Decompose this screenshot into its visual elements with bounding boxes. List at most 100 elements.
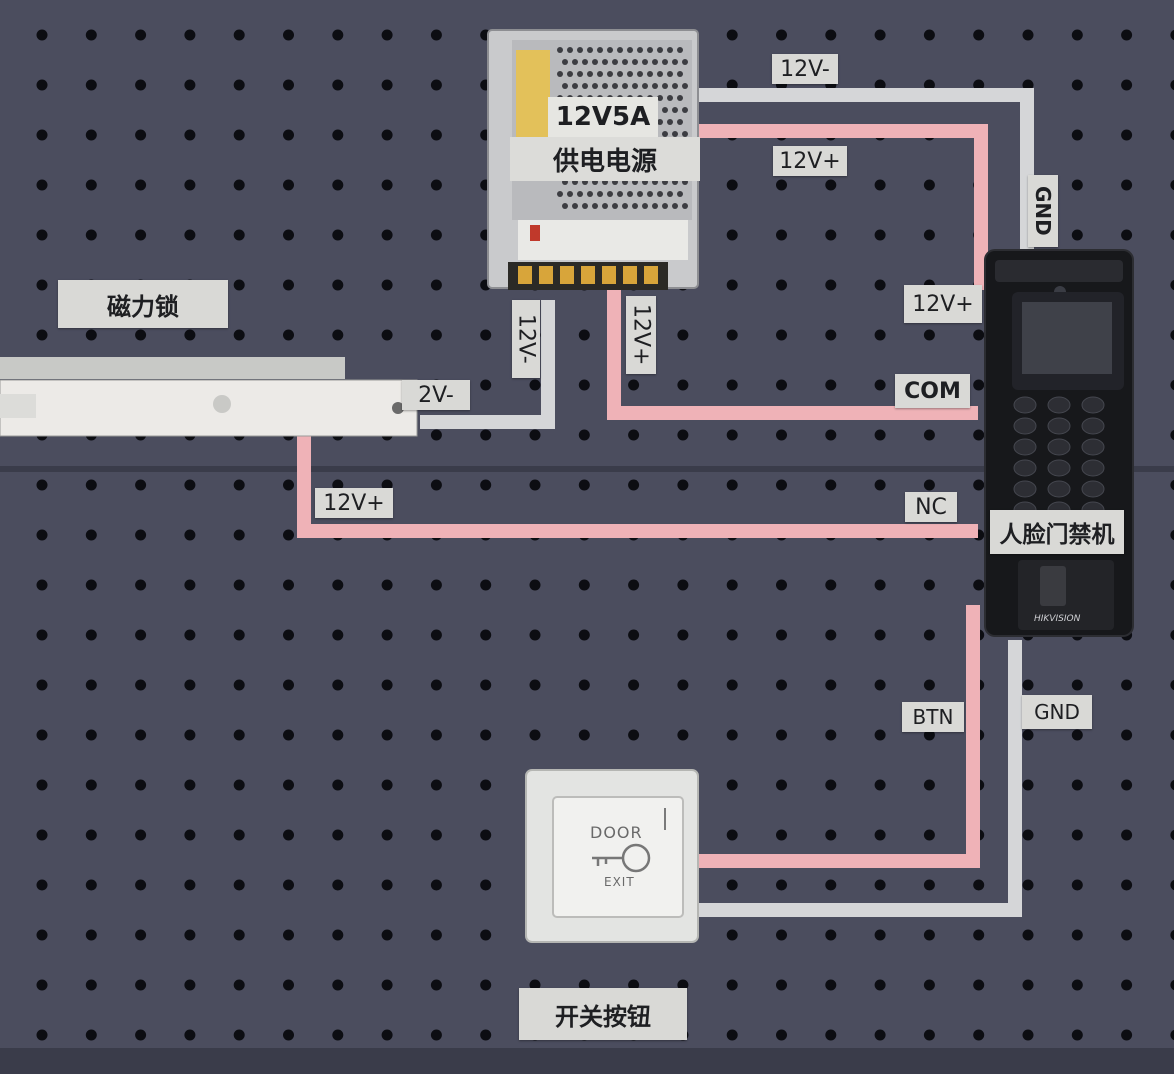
peg-hole xyxy=(825,479,837,491)
peg-hole xyxy=(1170,329,1174,341)
peg-hole xyxy=(628,629,640,641)
peg-hole xyxy=(36,729,48,741)
fingerprint-sensor-icon xyxy=(1040,566,1066,606)
peg-hole xyxy=(283,479,294,491)
psu-vent-hole xyxy=(582,203,588,209)
peg-hole xyxy=(529,579,541,591)
keypad-key xyxy=(1013,438,1037,456)
psu-vent-hole xyxy=(657,191,663,197)
psu-vent-hole xyxy=(557,191,563,197)
peg-hole xyxy=(726,179,738,191)
peg-hole xyxy=(233,929,245,941)
peg-hole xyxy=(923,779,935,791)
peg-hole xyxy=(578,479,590,491)
peg-hole xyxy=(233,29,245,41)
psu-vent-hole xyxy=(632,59,638,65)
peg-hole xyxy=(85,529,97,541)
peg-hole xyxy=(677,329,689,341)
peg-hole xyxy=(381,29,393,41)
peg-hole xyxy=(135,79,147,91)
psu-vent-hole xyxy=(667,119,673,125)
psu-vent-hole xyxy=(592,203,598,209)
psu-vent-hole xyxy=(672,107,678,113)
psu-vent-hole xyxy=(587,191,593,197)
peg-hole xyxy=(1170,429,1174,441)
peg-hole xyxy=(283,979,294,991)
label-gnd-bottom: GND xyxy=(1022,695,1092,729)
peg-hole xyxy=(430,679,442,691)
peg-hole xyxy=(1022,29,1034,41)
peg-hole xyxy=(825,379,837,391)
psu-vent-hole xyxy=(662,107,668,113)
peg-hole xyxy=(1170,979,1174,991)
psu-vent-hole xyxy=(562,203,568,209)
psu-vent-hole xyxy=(582,59,588,65)
label-psu-vminus: 12V- xyxy=(512,300,540,378)
label-exit-button: 开关按钮 xyxy=(519,988,687,1040)
peg-hole xyxy=(923,579,935,591)
psu-vent-hole xyxy=(617,191,623,197)
peg-hole xyxy=(233,829,245,841)
peg-hole xyxy=(283,129,294,141)
peg-hole xyxy=(85,1029,97,1041)
peg-hole xyxy=(1170,129,1174,141)
peg-hole xyxy=(233,879,245,891)
psu-vent-hole xyxy=(667,47,673,53)
peg-hole xyxy=(628,429,640,441)
peg-hole xyxy=(85,579,97,591)
peg-hole xyxy=(776,929,787,941)
psu-vent-hole xyxy=(597,191,603,197)
peg-hole xyxy=(973,329,985,341)
peg-hole xyxy=(184,779,196,791)
psu-vent-hole xyxy=(607,47,613,53)
peg-hole xyxy=(184,329,196,341)
peg-hole xyxy=(480,479,492,491)
peg-hole xyxy=(480,1029,492,1041)
peg-hole xyxy=(874,879,886,891)
peg-hole xyxy=(874,979,886,991)
peg-hole xyxy=(233,479,245,491)
peg-hole xyxy=(923,879,935,891)
peg-hole xyxy=(381,1029,393,1041)
peg-hole xyxy=(923,629,935,641)
peg-hole xyxy=(874,829,886,841)
peg-hole xyxy=(776,679,787,691)
peg-hole xyxy=(677,979,689,991)
peg-hole xyxy=(233,79,245,91)
peg-hole xyxy=(776,479,787,491)
peg-hole xyxy=(184,579,196,591)
label-terminal-com: COM xyxy=(895,374,970,408)
peg-hole xyxy=(874,1029,886,1041)
psu-vent-hole xyxy=(677,119,683,125)
peg-hole xyxy=(825,29,837,41)
peg-hole xyxy=(184,529,196,541)
peg-hole xyxy=(381,979,393,991)
psu-vent-hole xyxy=(577,47,583,53)
peg-hole xyxy=(1121,29,1133,41)
peg-hole xyxy=(529,729,541,741)
peg-hole xyxy=(1071,179,1083,191)
psu-terminal-screw xyxy=(539,266,553,284)
peg-hole xyxy=(135,179,147,191)
peg-hole xyxy=(677,379,689,391)
wire-lock-to-terminal-nc xyxy=(297,436,978,538)
peg-hole xyxy=(233,1029,245,1041)
peg-hole xyxy=(480,429,492,441)
peg-hole xyxy=(430,829,442,841)
peg-hole xyxy=(578,729,590,741)
peg-hole xyxy=(776,179,787,191)
peg-hole xyxy=(1170,179,1174,191)
psu-vent-hole xyxy=(642,59,648,65)
lock-armature-plate xyxy=(0,357,345,379)
peg-hole xyxy=(430,929,442,941)
peg-hole xyxy=(1121,979,1133,991)
peg-hole xyxy=(85,79,97,91)
peg-hole xyxy=(36,29,48,41)
peg-hole xyxy=(430,479,442,491)
peg-hole xyxy=(381,179,393,191)
peg-hole xyxy=(973,979,985,991)
peg-hole xyxy=(923,929,935,941)
peg-hole xyxy=(184,629,196,641)
peg-hole xyxy=(135,879,147,891)
psu-warning-sticker xyxy=(516,50,550,140)
